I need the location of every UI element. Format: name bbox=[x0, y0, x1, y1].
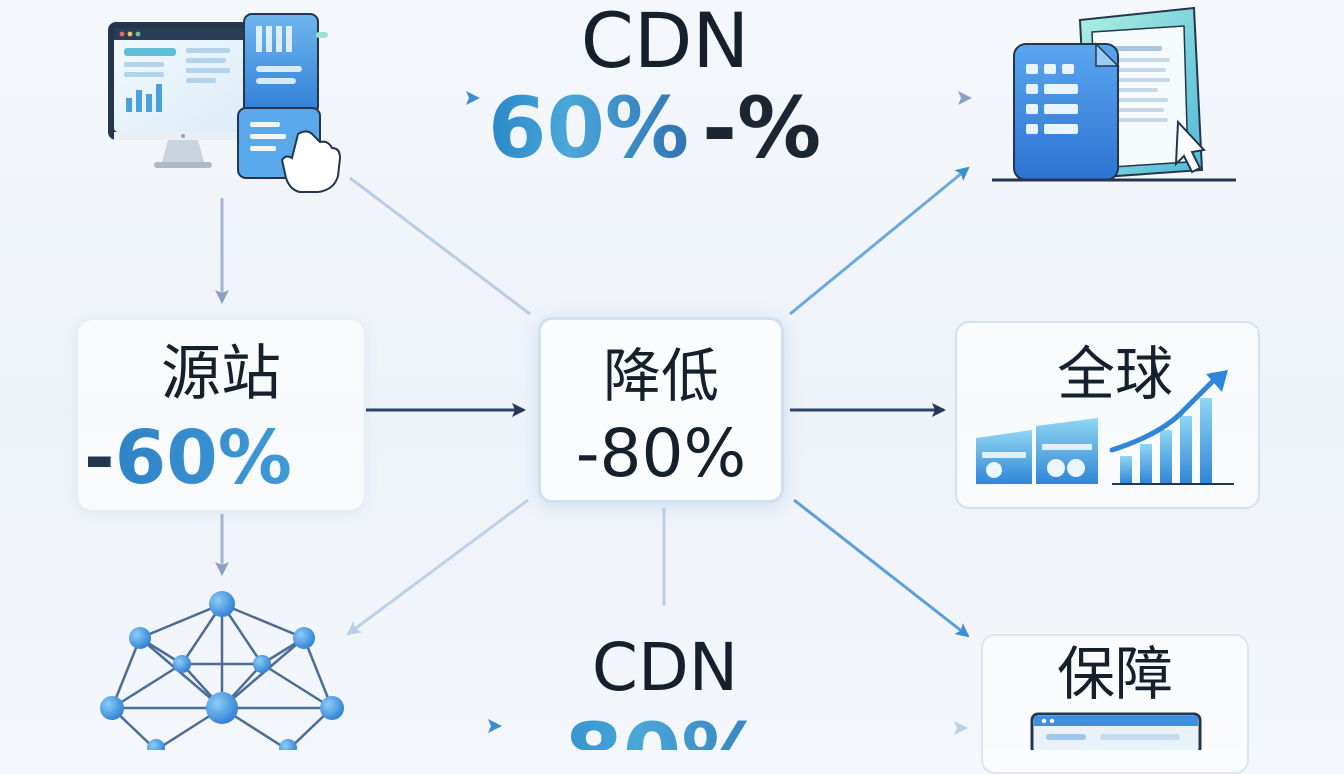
monitor-dashboard-icon bbox=[108, 13, 342, 193]
documents-with-cursor-icon bbox=[992, 6, 1236, 182]
source-card bbox=[78, 320, 364, 510]
center-metric: -80% bbox=[575, 415, 747, 492]
connector-monitor-to-center bbox=[349, 176, 531, 316]
top-metric-row: 60% -% bbox=[488, 78, 848, 178]
source-metric-row: -60% bbox=[84, 414, 370, 502]
connector-layer bbox=[215, 91, 972, 735]
network-graph-icon bbox=[100, 591, 344, 750]
arrow-center-to-assure bbox=[793, 498, 970, 638]
arrow-center-to-network bbox=[346, 498, 529, 636]
monitor-window-icon bbox=[1030, 712, 1202, 750]
top-cdn-metric: 60% bbox=[488, 79, 690, 177]
source-label: 源站 bbox=[161, 339, 281, 409]
center-label: 降低 bbox=[602, 342, 719, 410]
global-label: 全球 bbox=[1056, 340, 1173, 408]
top-cdn-title: CDN bbox=[580, 0, 750, 85]
top-cdn-metric-suffix: -% bbox=[702, 79, 822, 177]
assure-label: 保障 bbox=[1056, 640, 1173, 708]
bar-chart-trend-icon bbox=[976, 370, 1234, 485]
bottom-cdn-metric: 80% bbox=[520, 704, 810, 750]
arrow-center-to-docs bbox=[789, 166, 970, 316]
bottom-cdn-title: CDN bbox=[591, 629, 739, 706]
source-metric: -60% bbox=[84, 415, 292, 501]
center-card bbox=[538, 317, 784, 503]
